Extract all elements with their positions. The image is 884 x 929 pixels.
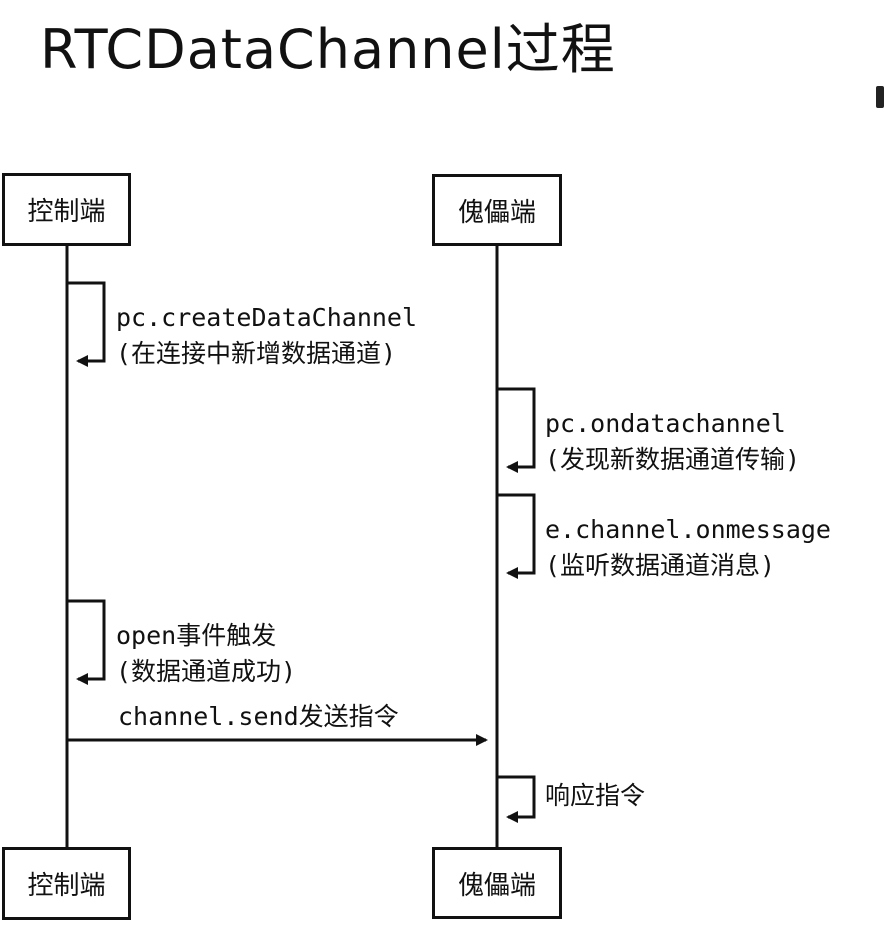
self-message-open-event: [67, 599, 106, 685]
label-create-datachannel-note: (在连接中新增数据通道): [116, 339, 397, 368]
label-ondatachannel-note: (发现新数据通道传输): [545, 445, 801, 474]
participant-controller-top: 控制端: [2, 173, 131, 246]
label-ondatachannel: pc.ondatachannel: [545, 409, 786, 438]
cropped-edge-mark: [876, 86, 884, 108]
label-create-datachannel: pc.createDataChannel: [116, 303, 418, 332]
diagram-title: RTCDataChannel过程: [40, 18, 616, 81]
label-channel-send: channel.send发送指令: [118, 702, 399, 731]
self-message-response: [497, 775, 536, 823]
self-message-create-datachannel: [67, 281, 106, 367]
label-onmessage-note: (监听数据通道消息): [545, 551, 776, 580]
label-response: 响应指令: [545, 781, 646, 810]
participant-puppet-top: 傀儡端: [432, 174, 562, 246]
label-onmessage: e.channel.onmessage: [545, 515, 831, 544]
label-open-event: open事件触发: [116, 621, 277, 650]
participant-puppet-bottom: 傀儡端: [432, 847, 562, 919]
label-open-event-note: (数据通道成功): [116, 657, 297, 686]
self-message-onmessage: [497, 493, 536, 579]
participant-controller-bottom: 控制端: [2, 847, 131, 920]
self-message-ondatachannel: [497, 387, 536, 473]
